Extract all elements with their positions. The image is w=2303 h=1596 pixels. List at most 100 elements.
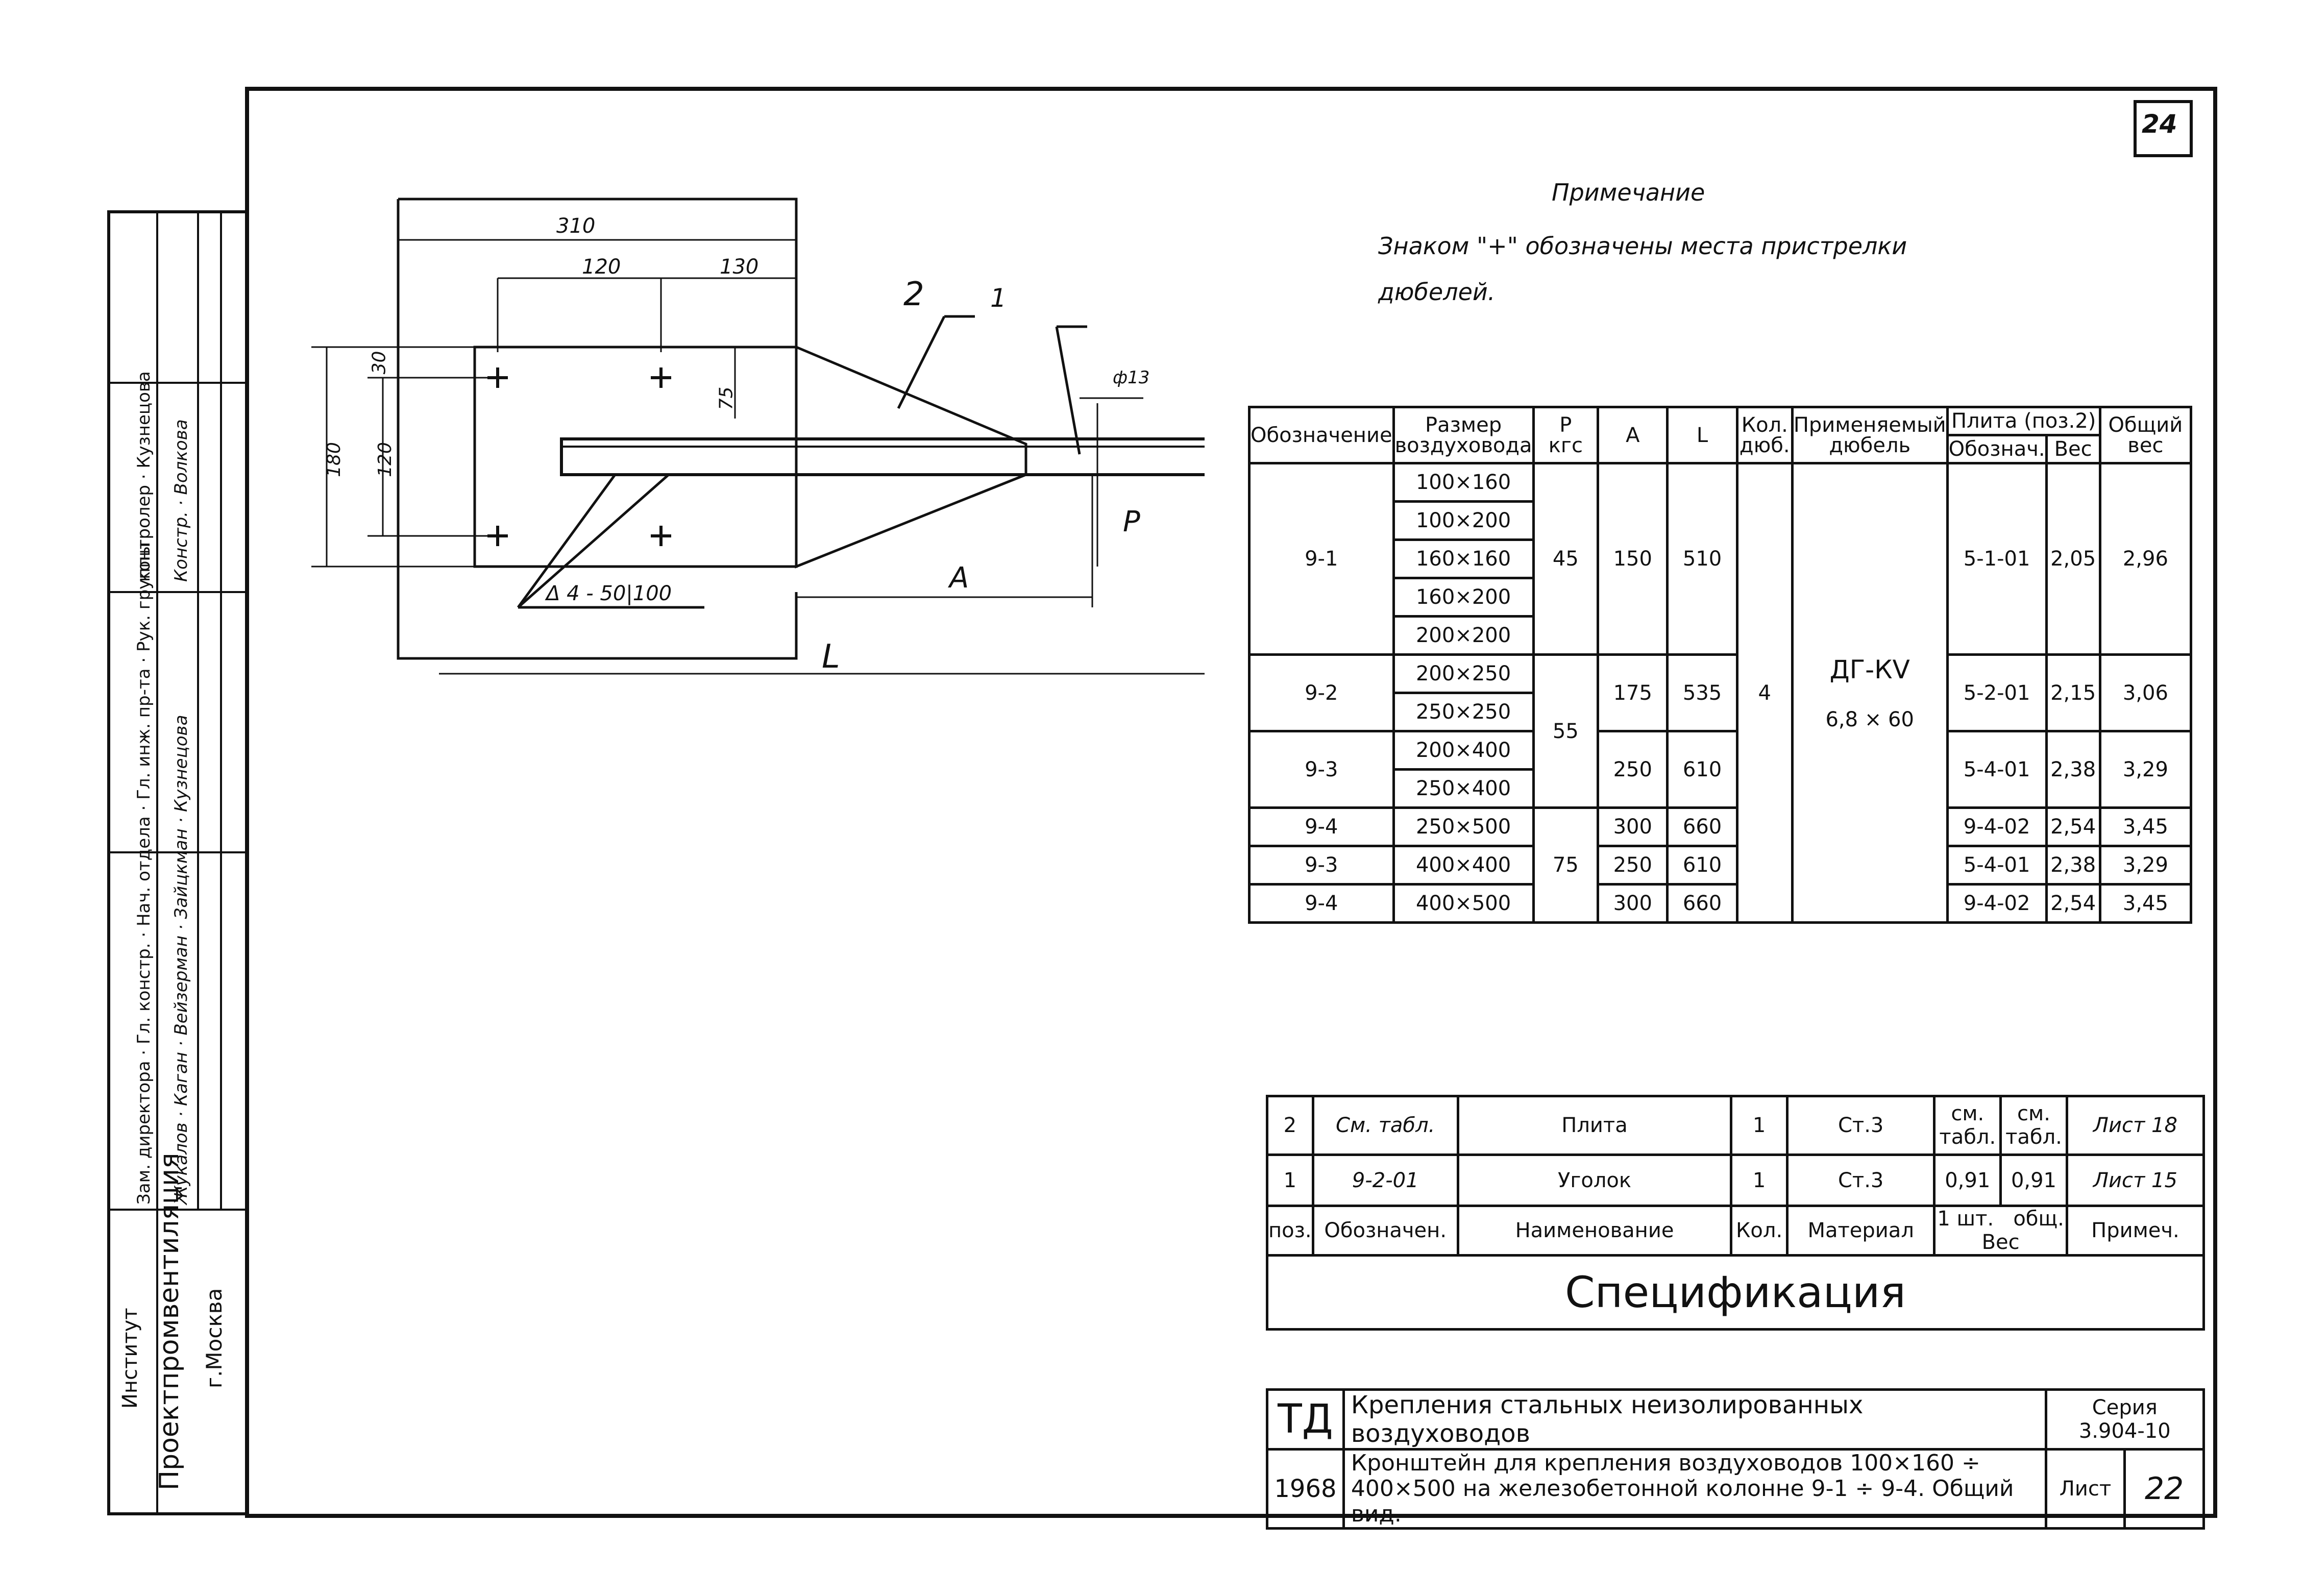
table-cell: 510 [1666, 462, 1738, 656]
bracket-drawing [311, 198, 1205, 675]
sheet-number: 22 [2123, 1448, 2205, 1530]
stamp-roles-1: Зам. директора · Гл. констр. · Нач. отде… [134, 543, 154, 1205]
table-cell: 250 [1597, 730, 1669, 809]
table-cell: Ст.3 [1785, 1153, 1936, 1207]
table-cell: 5-1-01 [1946, 462, 2048, 656]
table-cell: 150 [1597, 462, 1669, 656]
table-cell: Плита [1456, 1095, 1733, 1156]
title-year: 1968 [1266, 1448, 1345, 1530]
spec-head-designation: Обозначен. [1311, 1205, 1459, 1257]
table-cell: 1 [1266, 1153, 1314, 1207]
dim-phi: ф13 [1113, 367, 1150, 388]
table-cell: 45 [1532, 462, 1600, 656]
table-cell: 55 [1532, 653, 1600, 809]
note-line-1: Знаком "+" обозначены места пристрелки [1378, 232, 1907, 260]
table-cell: 3,29 [2098, 730, 2193, 809]
table-cell: 2,15 [2045, 653, 2101, 732]
table-cell: 4 [1735, 462, 1794, 924]
part-label-1: 1 [990, 283, 1007, 313]
col-qty: Кол.дюб. [1735, 406, 1794, 464]
table-cell: 9-4-02 [1946, 806, 2048, 847]
stamp-strip [107, 210, 248, 1515]
table-cell: 2,38 [2045, 730, 2101, 809]
specification-table: 2 См. табл. Плита 1 Ст.3 см. табл. см. т… [1266, 1095, 2206, 1331]
table-cell: Лист 15 [2065, 1153, 2206, 1207]
col-plate-designation: Обознач. [1946, 434, 2048, 464]
title-td: ТД [1266, 1388, 1345, 1451]
table-cell: 2,38 [2045, 845, 2101, 886]
table-cell: 250×250 [1392, 692, 1535, 732]
spec-head-material: Материал [1785, 1205, 1936, 1257]
table-cell: 9-2-01 [1311, 1153, 1459, 1207]
table-cell: 75 [1532, 806, 1600, 924]
table-cell: 300 [1597, 883, 1669, 924]
spec-title: Спецификация [1266, 1254, 2205, 1331]
dim-label-a: A [949, 561, 969, 595]
table-cell: 610 [1666, 845, 1738, 886]
table-cell: 660 [1666, 806, 1738, 847]
dim-30: 30 [369, 351, 390, 375]
page-number-box [2134, 100, 2193, 157]
table-cell: 9-1 [1248, 462, 1395, 656]
dim-120: 120 [582, 255, 621, 279]
table-cell: 0,91 [1999, 1153, 2068, 1207]
stamp-names-2: Констр. · Волкова [171, 419, 191, 582]
institute-label: Институт [118, 1308, 142, 1409]
table-cell: 400×400 [1392, 845, 1535, 886]
table-cell: 0,91 [1933, 1153, 2002, 1207]
dim-75: 75 [716, 386, 737, 410]
table-cell: 3,45 [2098, 883, 2193, 924]
table-cell: 2,05 [2045, 462, 2101, 656]
table-cell: 160×160 [1392, 538, 1535, 579]
table-cell: 5-4-01 [1946, 730, 2048, 809]
table-cell: 3,06 [2098, 653, 2193, 732]
table-cell: 9-4 [1248, 806, 1395, 847]
title-line-1: Крепления стальных неизолированных возду… [1342, 1388, 2047, 1451]
col-plate-weight: Вес [2045, 434, 2101, 464]
table-cell: 3,29 [2098, 845, 2193, 886]
table-cell: 250 [1597, 845, 1669, 886]
table-cell: 250×400 [1392, 768, 1535, 809]
spec-head-qty: Кол. [1730, 1205, 1788, 1257]
title-block: ТД Крепления стальных неизолированных во… [1266, 1388, 2206, 1530]
table-cell: 2,54 [2045, 806, 2101, 847]
table-cell: 400×500 [1392, 883, 1535, 924]
table-cell: 300 [1597, 806, 1669, 847]
table-cell: 1 [1730, 1153, 1788, 1207]
table-cell: 250×500 [1392, 806, 1535, 847]
table-cell: 9-3 [1248, 730, 1395, 809]
dim-130: 130 [720, 255, 759, 279]
load-label-p: P [1123, 505, 1140, 538]
table-cell: 9-3 [1248, 845, 1395, 886]
spec-head-note: Примеч. [2065, 1205, 2206, 1257]
table-cell: 100×200 [1392, 500, 1535, 541]
dim-310: 310 [556, 214, 596, 238]
table-cell: 660 [1666, 883, 1738, 924]
table-cell: 9-4 [1248, 883, 1395, 924]
table-cell: 200×200 [1392, 615, 1535, 656]
col-plate: Плита (поз.2) [1946, 406, 2101, 436]
col-l: L [1666, 406, 1738, 464]
col-a: A [1597, 406, 1669, 464]
dim-120-vertical: 120 [374, 442, 396, 477]
table-cell: 200×400 [1392, 730, 1535, 771]
title-lines: Кронштейн для крепления воздуховодов 100… [1342, 1448, 2047, 1530]
spec-head-pos: поз. [1266, 1205, 1314, 1257]
note-title: Примечание [1552, 179, 1705, 206]
table-cell: 9-4-02 [1946, 883, 2048, 924]
table-cell: 100×160 [1392, 462, 1535, 503]
table-cell: см. табл. [1933, 1095, 2002, 1156]
table-cell: 2 [1266, 1095, 1314, 1156]
table-cell: 160×200 [1392, 577, 1535, 618]
spec-head-weight: 1 шт. общ.Вес [1933, 1205, 2068, 1257]
table-cell: Лист 18 [2065, 1095, 2206, 1156]
institute-city: г.Москва [202, 1288, 227, 1388]
table-cell: 3,45 [2098, 806, 2193, 847]
dim-label-l: L [822, 638, 840, 676]
weld-label: Δ 4 - 50|100 [546, 582, 672, 605]
